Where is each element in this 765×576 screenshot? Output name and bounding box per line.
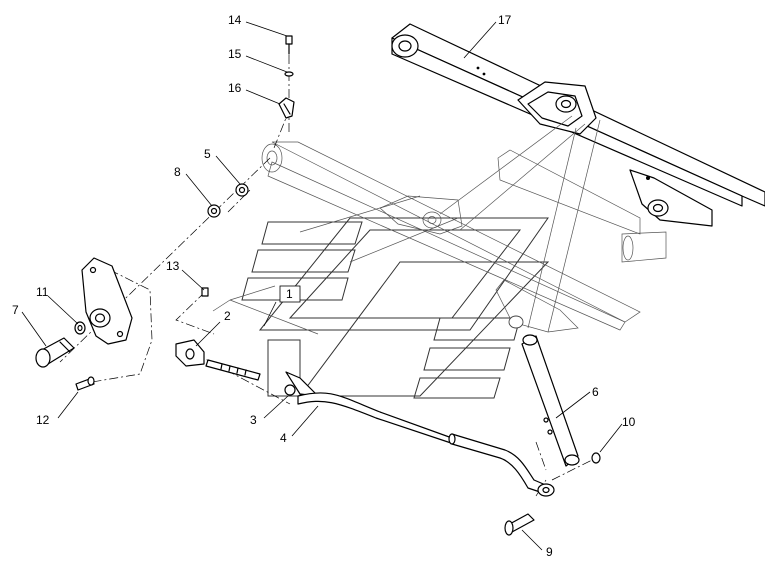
bolt-13 xyxy=(201,287,209,297)
callout-6: 6 xyxy=(592,385,599,399)
rear-frame-ghost xyxy=(212,115,667,335)
callout-15: 15 xyxy=(228,47,242,61)
control-rod-4 xyxy=(285,371,555,497)
washer-5 xyxy=(235,183,249,197)
threaded-rod xyxy=(205,359,261,381)
callout-10: 10 xyxy=(622,415,636,429)
callout-16: 16 xyxy=(228,81,242,95)
washer-8 xyxy=(207,204,221,218)
bolt-14 xyxy=(285,35,293,55)
callout-2: 2 xyxy=(224,309,231,323)
mounting-plate xyxy=(81,257,133,345)
clevis-2 xyxy=(175,339,205,367)
link-arm-6 xyxy=(521,334,580,467)
watermark-logo xyxy=(241,217,550,399)
callout-4: 4 xyxy=(280,431,287,445)
washer-15 xyxy=(284,71,294,77)
nut-3 xyxy=(284,384,296,396)
callout-5: 5 xyxy=(204,147,211,161)
washer-11 xyxy=(74,321,86,335)
callout-7: 7 xyxy=(12,303,19,317)
callout-1: 1 xyxy=(286,287,293,301)
pin-9 xyxy=(504,513,535,536)
clip-10 xyxy=(591,452,601,464)
callout-labels: 1 2 3 4 5 6 7 8 9 10 11 12 13 14 15 16 1… xyxy=(12,13,636,559)
callout-9: 9 xyxy=(546,545,553,559)
clip-16 xyxy=(278,97,295,119)
callout-13: 13 xyxy=(166,259,180,273)
callout-14: 14 xyxy=(228,13,242,27)
main-frame-beam xyxy=(391,23,765,227)
bolt-12 xyxy=(75,376,95,391)
callout-11: 11 xyxy=(36,285,49,299)
callout-8: 8 xyxy=(174,165,181,179)
pin-7 xyxy=(35,337,75,368)
callout-3: 3 xyxy=(250,413,257,427)
callout-leaders xyxy=(21,21,623,551)
callout-17: 17 xyxy=(498,13,512,27)
callout-12: 12 xyxy=(36,413,50,427)
